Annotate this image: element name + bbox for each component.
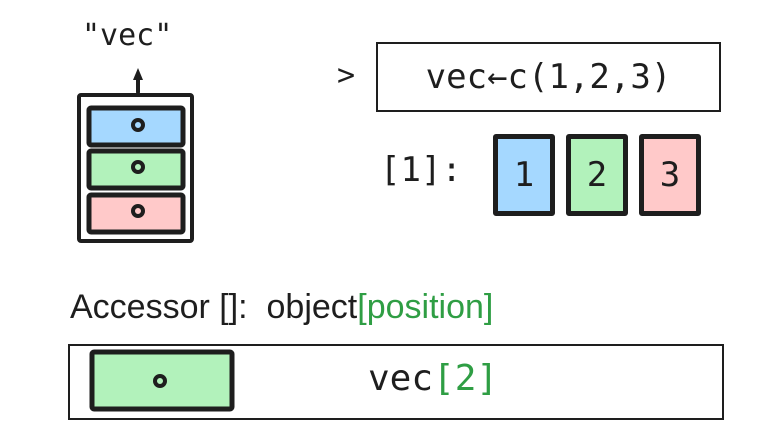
accessor-position: [position] xyxy=(357,288,494,326)
drawer-knob-icon xyxy=(153,374,167,388)
index-label: [1]: xyxy=(380,150,462,190)
example-drawer xyxy=(89,349,235,412)
drawer-knob-icon xyxy=(131,204,145,218)
example-box xyxy=(68,344,724,420)
drawer-1 xyxy=(86,105,186,148)
value-cell-1: 1 xyxy=(493,134,555,216)
example-index: [2] xyxy=(433,358,499,399)
accessor-object: object xyxy=(266,288,358,326)
value-cell-2: 2 xyxy=(566,134,628,216)
value-cell-3: 3 xyxy=(639,134,701,216)
code-box: vec←c(1,2,3) xyxy=(376,42,721,112)
drawer-knob-icon xyxy=(131,160,145,174)
cabinet-label: "vec" xyxy=(82,18,173,53)
accessor-label: Accessor []: xyxy=(70,288,248,326)
accessor-line: Accessor []: object[position] xyxy=(70,288,493,327)
prompt: > xyxy=(337,58,356,93)
drawer-knob-icon xyxy=(131,118,145,132)
example-code: vec[2] xyxy=(368,358,498,399)
example-object: vec xyxy=(368,358,434,399)
arrow-up-icon xyxy=(133,68,143,94)
